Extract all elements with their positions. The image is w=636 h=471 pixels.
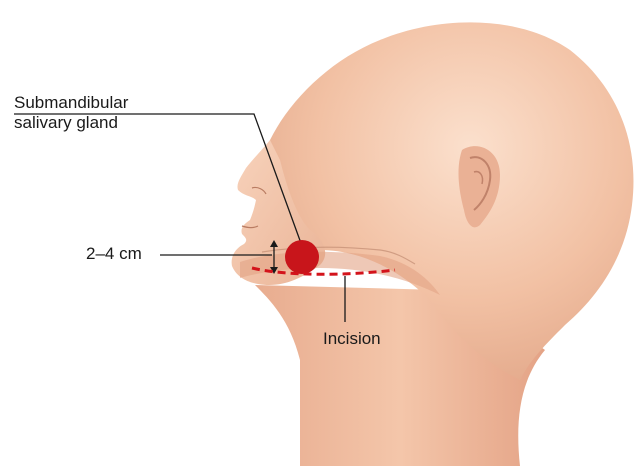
gland-label-line2: salivary gland bbox=[14, 113, 128, 133]
gland-label: Submandibular salivary gland bbox=[14, 93, 128, 133]
measurement-label: 2–4 cm bbox=[86, 244, 142, 264]
gland-label-line1: Submandibular bbox=[14, 93, 128, 113]
submandibular-gland bbox=[285, 240, 319, 274]
incision-label: Incision bbox=[323, 329, 381, 349]
